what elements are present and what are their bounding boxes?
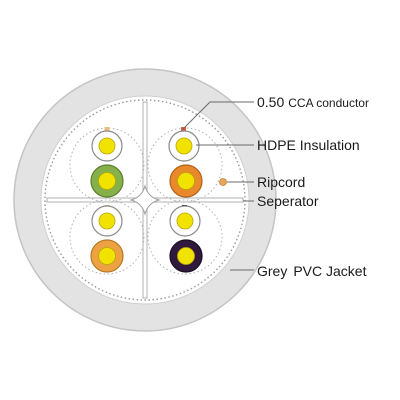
pair-boundaries	[69, 127, 223, 275]
pair-top-left	[90, 127, 124, 198]
conductor-br-white	[176, 212, 194, 230]
pair-bottom-right	[169, 205, 203, 273]
leader-conductor	[181, 101, 254, 131]
leader-lines	[181, 101, 254, 271]
pair-boundary-bottom-right	[147, 199, 223, 275]
separator-center	[129, 184, 161, 216]
pair-top-right	[168, 127, 203, 198]
wire-marker-tr	[181, 127, 186, 132]
conductor-tr-orange	[177, 172, 195, 190]
conductor-tr-white	[175, 137, 193, 155]
pair-boundary-bottom-left	[69, 199, 145, 275]
core-wrap-dotted-ring	[44, 99, 246, 301]
pair-bottom-left	[90, 205, 124, 273]
conductor-br-purple	[177, 247, 195, 265]
label-separator: Seperator	[257, 193, 319, 209]
ripcord	[219, 178, 227, 186]
pair-boundary-top-left	[69, 127, 145, 203]
label-insulation: HDPE Insulation	[257, 137, 360, 153]
conductor-tl-green	[98, 172, 116, 190]
cross-separator	[46, 101, 244, 299]
conductor-bl-orange	[98, 247, 116, 265]
label-ripcord: Ripcord	[257, 174, 305, 190]
conductor-bl-white	[98, 212, 116, 230]
wire-marker-tl	[104, 127, 110, 132]
pair-boundary-top-right	[147, 127, 223, 203]
conductor-tl-white	[98, 137, 116, 155]
